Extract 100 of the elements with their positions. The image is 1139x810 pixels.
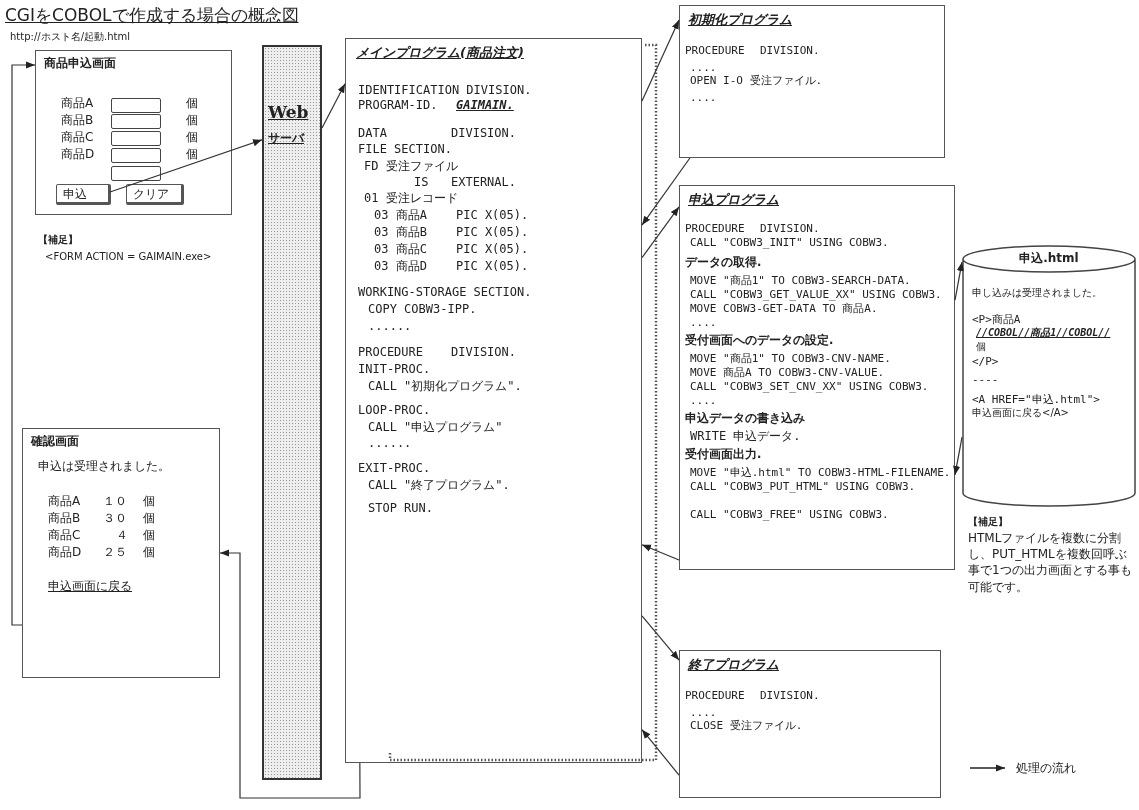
screen-text: 個 [143, 528, 155, 543]
screen-text: 商品A [48, 494, 81, 509]
screen-text: 個 [186, 113, 198, 128]
code-line: PIC X(05). [456, 259, 529, 274]
html-text: 個 [976, 341, 986, 353]
file-cylinder [962, 245, 1136, 507]
code-line: STOP RUN. [368, 501, 434, 516]
code-line: MOVE COBW3-GET-DATA TO 商品A. [690, 302, 878, 316]
code-line: IS [414, 175, 429, 190]
code-line: MOVE "商品1" TO COBW3-SEARCH-DATA. [690, 274, 911, 288]
code-line: 01 受注レコード [364, 191, 458, 206]
arrow [953, 436, 963, 476]
code-line: INIT-PROC. [358, 362, 431, 377]
code-line: WORKING-STORAGE SECTION. [358, 285, 532, 300]
code-line: CALL "初期化プログラム". [368, 379, 522, 394]
program-box [679, 650, 941, 798]
screen-text: 個 [143, 545, 155, 560]
screen-text: ２５ [103, 545, 127, 560]
box-heading: 終了プログラム [688, 657, 779, 673]
code-line: MOVE "申込.html" TO COBW3-HTML-FILENAME. [690, 466, 951, 480]
code-line: CALL "COBW3_SET_CNV_XX" USING COBW3. [690, 380, 929, 394]
code-line: DATA [358, 126, 387, 141]
screen-text: 商品D [61, 147, 95, 162]
html-text: 申し込みは受理されました。 [972, 287, 1102, 299]
code-line: 03 商品D [374, 259, 427, 274]
code-line: EXIT-PROC. [358, 461, 431, 476]
code-line: .... [690, 61, 717, 75]
file-name: 申込.html [1018, 251, 1080, 266]
code-line: 03 商品B [374, 225, 427, 240]
code-line: IDENTIFICATION DIVISION. [358, 83, 532, 98]
code-line: 03 商品A [374, 208, 427, 223]
box-heading: 初期化プログラム [688, 12, 792, 28]
screen-window [22, 428, 220, 678]
program-box [679, 5, 945, 158]
code-line: .... [690, 706, 717, 720]
code-line: </P> [972, 355, 999, 369]
code-line: CALL "COBW3_INIT" USING COBW3. [690, 236, 889, 250]
html-text: 申込画面に戻る</A> [972, 407, 1069, 419]
section-heading: 受付画面へのデータの設定. [685, 334, 834, 348]
screen-text: １０ [103, 494, 127, 509]
screen-text: 個 [143, 511, 155, 526]
link-text: 申込画面に戻る [48, 579, 132, 594]
code-line: CALL "申込プログラム" [368, 420, 503, 435]
code-line: PROCEDURE [685, 222, 745, 236]
url-text: http://ホスト名/起動.html [10, 30, 130, 44]
code-line: ---- [972, 373, 999, 387]
section-heading: データの取得. [685, 256, 762, 270]
code-line: DIVISION. [760, 44, 820, 58]
note-heading: 【補足】 [38, 233, 78, 247]
screen-text: ４ [116, 528, 128, 543]
screen-text: 個 [186, 147, 198, 162]
arrow [641, 157, 691, 226]
window-title: 商品申込画面 [44, 56, 116, 71]
code-line: PROCEDURE [685, 44, 745, 58]
server-label: Web [268, 102, 309, 123]
code-line: PIC X(05). [456, 242, 529, 257]
code-line: WRITE 申込データ. [690, 429, 801, 444]
code-line: CALL "終了プログラム". [368, 478, 510, 493]
screen-text: 申込は受理されました。 [38, 459, 170, 474]
code-line: DIVISION. [451, 345, 517, 360]
code-line: PIC X(05). [456, 225, 529, 240]
code-line: EXTERNAL. [451, 175, 517, 190]
code-line: COPY COBW3-IPP. [368, 302, 477, 317]
form-window [35, 50, 232, 215]
screen-text: 商品B [48, 511, 81, 526]
note-heading: 【補足】 [968, 515, 1008, 529]
box-heading: メインプログラム(商品注文) [356, 45, 524, 61]
code-line: CLOSE 受注ファイル. [690, 719, 803, 733]
section-heading: 受付画面出力. [685, 448, 762, 462]
code-line: PROCEDURE [685, 689, 745, 703]
box-heading: 申込プログラム [688, 192, 779, 208]
section-heading: 申込データの書き込み [685, 412, 805, 426]
code-line: .... [690, 316, 717, 330]
window-title: 確認画面 [31, 434, 79, 449]
code-line: PROGRAM-ID. [358, 98, 438, 113]
code-line: OPEN I-O 受注ファイル. [690, 74, 823, 88]
screen-text: 商品D [48, 545, 82, 560]
note-text: <FORM ACTION = GAIMAIN.exe> [45, 250, 212, 264]
screen-text: 個 [186, 130, 198, 145]
server-column [262, 45, 322, 780]
diagram-title: CGIをCOBOLで作成する場合の概念図 [5, 4, 299, 27]
note-text: HTMLファイルを複数に分割し、PUT_HTMLを複数回呼ぶ事で1つの出力画面とする事も可能です。 [968, 530, 1133, 595]
code-line: GAIMAIN. [456, 98, 514, 113]
screen-text: 商品B [61, 113, 94, 128]
code-line: .... [690, 91, 717, 105]
arrow [641, 615, 680, 661]
code-line: DIVISION. [760, 689, 820, 703]
screen-text: 商品C [48, 528, 81, 543]
code-line: FD 受注ファイル [364, 159, 458, 174]
code-line: //COBOL//商品1//COBOL// [976, 327, 1111, 339]
code-line: MOVE 商品A TO COBW3-CNV-VALUE. [690, 366, 885, 380]
code-line: 03 商品C [374, 242, 427, 257]
code-line: DIVISION. [451, 126, 517, 141]
code-line: ...... [368, 436, 412, 451]
code-line: <P>商品A [972, 313, 1021, 327]
arrow [11, 61, 36, 626]
screen-text: ３０ [103, 511, 127, 526]
form-button: クリア [126, 184, 184, 205]
code-line: DIVISION. [760, 222, 820, 236]
code-line: PIC X(05). [456, 208, 529, 223]
